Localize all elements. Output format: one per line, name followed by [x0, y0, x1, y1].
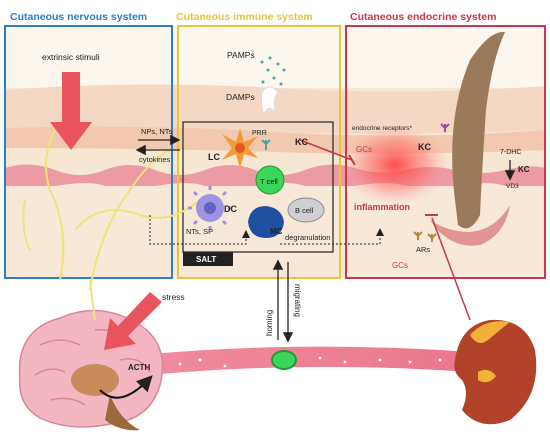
b-cell [287, 197, 325, 223]
kc-inhibition-bar [348, 154, 356, 166]
degranulation-path [280, 228, 384, 245]
endocrine-receptor-icon [440, 123, 450, 132]
kc-vd3-label: KC [518, 165, 530, 174]
stress-arrow [104, 292, 162, 350]
pamps-label: PAMPs [227, 50, 255, 60]
salt-label-bg [183, 252, 233, 266]
mc-label: MC [270, 227, 283, 236]
acth-label: ACTH [128, 363, 150, 372]
t-cell-label: T cell [260, 177, 278, 186]
lc-label: LC [208, 152, 220, 162]
extrinsic-stimuli-arrow [50, 72, 92, 150]
immune-panel-frame [177, 25, 341, 279]
circulating-cell [271, 350, 297, 370]
ars-label: ARs [416, 245, 430, 254]
blood-particles [178, 356, 442, 368]
salt-label: SALT [196, 255, 216, 264]
nerve-to-brain [89, 279, 96, 321]
immune-panel-title: Cutaneous immune system [176, 11, 313, 23]
b-cell-label: B cell [295, 206, 314, 215]
inflammation-label: inflammation [354, 202, 410, 212]
nps-nts-label: NPs, NTs [141, 127, 173, 136]
nervous-panel-frame [4, 25, 173, 279]
lc-cell [222, 128, 258, 168]
stress-label: stress [162, 292, 185, 302]
nerve-fiber [74, 199, 201, 231]
kc-immune-label: KC [295, 137, 308, 147]
nerve-fiber [45, 129, 65, 281]
kc-inhibition-line [299, 139, 353, 161]
nts-sp-path [149, 215, 250, 245]
acth-arrow [99, 375, 153, 399]
ar-receptor-icon [413, 231, 423, 240]
nts-sp-label: NTs, SP [186, 227, 213, 236]
prr-label: PRR [252, 130, 267, 137]
hair-bulb [430, 205, 510, 246]
endocrine-panel-frame [345, 25, 546, 279]
nerve-fiber [89, 149, 171, 291]
endocrine-receptors-label: endocrine receptors* [352, 125, 412, 132]
nervous-panel-title: Cutaneous nervous system [10, 11, 147, 23]
dc-label: DC [224, 204, 237, 214]
inflammation-glow [340, 125, 450, 205]
prr-receptor [261, 139, 271, 150]
hair-follicle [452, 31, 505, 229]
cytokines-label: cytokines [139, 155, 171, 164]
extrinsic-stimuli-label: extrinsic stimuli [42, 52, 100, 62]
gcs-bottom-label: GCs [392, 261, 408, 270]
kidney [454, 319, 537, 425]
dc-cell [188, 186, 232, 230]
t-cell [255, 165, 285, 195]
degranulation-label: degranulation [285, 233, 330, 242]
salt-box [182, 121, 334, 253]
kc-endocrine-label: KC [418, 142, 431, 152]
pamps-particles [260, 56, 286, 86]
mc-cell [248, 206, 284, 238]
homing-label: homing [265, 310, 274, 336]
damps-label: DAMPs [226, 92, 255, 102]
vd3-label: VD3 [506, 183, 519, 190]
nerve-fiber [22, 199, 31, 251]
ar-receptor-icon [427, 233, 437, 242]
damps-plume [260, 86, 279, 116]
gc-line [431, 217, 471, 321]
dhc-label: 7-DHC [500, 149, 521, 156]
migrating-label: migrating [293, 284, 302, 317]
endocrine-panel-title: Cutaneous endocrine system [350, 11, 496, 23]
blood-vessel [140, 346, 470, 376]
gcs-top-label: GCs [356, 145, 372, 154]
